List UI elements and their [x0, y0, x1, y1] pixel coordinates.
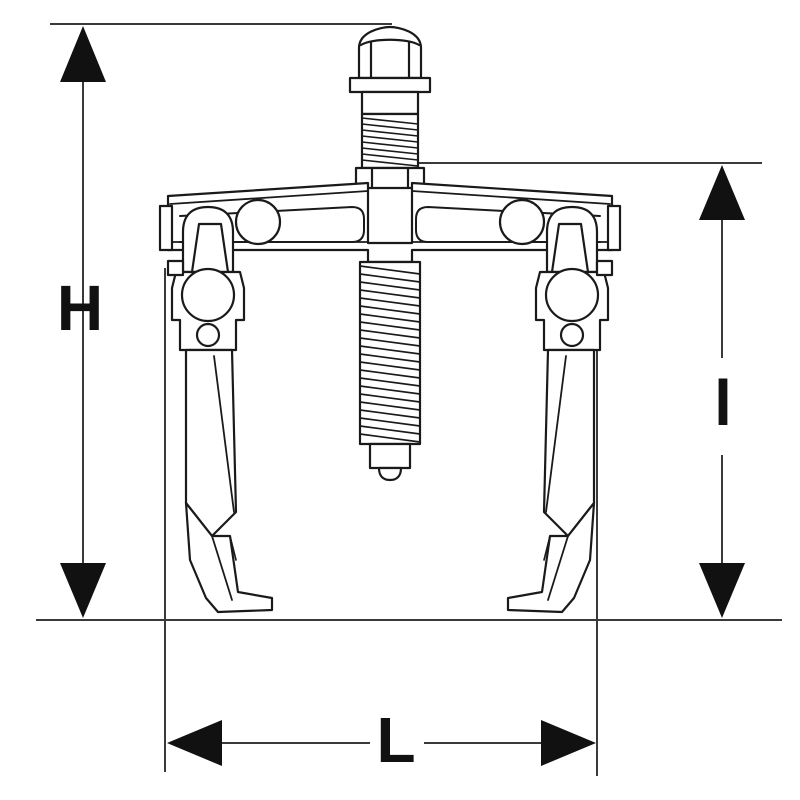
arm-left-inner-edge — [213, 355, 235, 513]
upper-threaded-shaft — [354, 90, 426, 190]
arm-right-leg — [542, 348, 596, 538]
pivot-left-lower-hole — [195, 322, 221, 348]
pivot-right-lower-hole — [559, 322, 585, 348]
yoke-pin-hole-right — [498, 198, 546, 246]
puller-arm-right — [506, 348, 596, 614]
hex-head-bolt — [348, 25, 432, 94]
hex-head-dome — [357, 25, 423, 80]
yoke-cutout-right — [415, 206, 601, 243]
hex-head-top-arc — [359, 38, 421, 47]
spindle-tip-nose — [377, 466, 403, 482]
puller-arm-left — [184, 348, 274, 614]
yoke-top-edge-right — [411, 190, 611, 205]
yoke-pin-hole-left — [234, 198, 282, 246]
cross-yoke — [158, 181, 622, 264]
arm-right-foot — [506, 501, 596, 614]
hex-head-flange — [348, 76, 432, 94]
arm-right-foot-crease — [547, 535, 569, 601]
dimension-label-h: H — [57, 272, 103, 344]
yoke-outline — [166, 181, 614, 264]
arm-left-foot-top — [229, 535, 237, 561]
arm-left-foot-crease — [211, 535, 233, 601]
dimension-l-small: l — [699, 165, 745, 618]
dimension-label-l-capital: L — [376, 704, 415, 776]
center-spindle — [358, 260, 422, 482]
puller-assembly — [158, 25, 622, 614]
dim-span-arrowhead-left — [167, 720, 222, 766]
pivot-joint-right — [534, 205, 614, 352]
dimension-label-l-small: l — [714, 367, 732, 439]
dimension-h: H — [57, 26, 106, 618]
arm-right-inner-edge — [545, 355, 567, 513]
upper-shaft-threads — [361, 117, 419, 167]
dim-l-arrowhead-up — [699, 165, 745, 220]
upper-shaft-collar — [360, 90, 420, 116]
spindle-tip-collar — [368, 442, 412, 470]
pivot-joint-left — [166, 205, 246, 352]
pivot-right-wedge — [550, 222, 590, 274]
dim-span-arrowhead-right — [541, 720, 596, 766]
dim-h-arrowhead-down — [60, 563, 106, 618]
pivot-right-tab — [595, 259, 614, 277]
dim-l-arrowhead-down — [699, 563, 745, 618]
pivot-left-wedge — [190, 222, 230, 274]
yoke-end-cap-left — [158, 204, 174, 252]
dimension-l-capital: L — [167, 704, 596, 776]
yoke-end-cap-right — [606, 204, 622, 252]
pivot-right-pin — [544, 267, 600, 323]
dim-h-arrowhead-up — [60, 26, 106, 82]
pivot-left-pin — [180, 267, 236, 323]
spindle-threads — [359, 265, 421, 443]
arm-left-leg — [184, 348, 238, 538]
yoke-cutout-left — [179, 206, 365, 243]
arm-right-foot-top — [543, 535, 551, 561]
yoke-top-edge-left — [169, 190, 369, 205]
pivot-left-tab — [166, 259, 185, 277]
arm-left-foot — [184, 501, 274, 614]
